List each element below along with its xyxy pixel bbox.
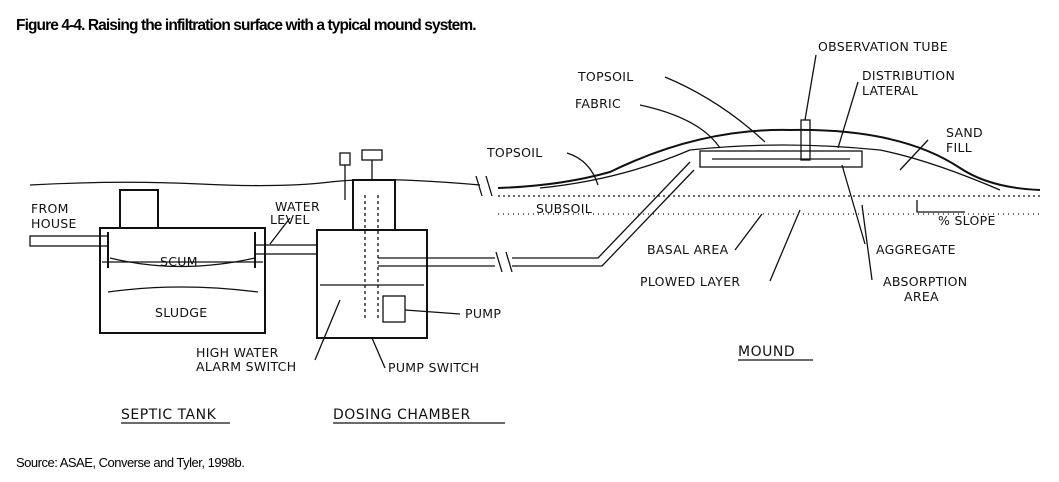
subsoil-label: SUBSOIL	[536, 201, 592, 216]
absorption-area-label-2: AREA	[904, 289, 939, 304]
leader-lines	[269, 54, 929, 369]
scum-label: SCUM	[160, 254, 198, 269]
pump-label: PUMP	[465, 306, 501, 321]
sand-fill-label-2: FILL	[946, 140, 972, 155]
force-main-pipe	[378, 257, 495, 267]
distribution-lateral-label-2: LATERAL	[862, 83, 918, 98]
septic-tank-caption: SEPTIC TANK	[121, 407, 217, 423]
mound	[497, 119, 1041, 215]
force-main-pipe-mound	[512, 161, 695, 267]
figure-source: Source: ASAE, Converse and Tyler, 1998b.	[16, 455, 245, 470]
break-mark-ground	[475, 175, 493, 197]
absorption-area-label-1: ABSORPTION	[883, 274, 967, 289]
dosing-chamber-caption: DOSING CHAMBER	[333, 407, 471, 423]
break-mark-pipe	[495, 251, 513, 273]
basal-area-label: BASAL AREA	[647, 242, 729, 257]
dosing-chamber	[316, 149, 428, 339]
topsoil-top-label: TOPSOIL	[577, 69, 634, 84]
mound-caption: MOUND	[738, 344, 795, 360]
septic-tank	[99, 189, 266, 334]
topsoil-left-label: TOPSOIL	[486, 145, 543, 160]
figure-title: Figure 4-4. Raising the infiltration sur…	[16, 17, 477, 34]
ground-surface-left	[29, 178, 481, 187]
pump-switch-label: PUMP SWITCH	[388, 360, 479, 375]
observation-tube-label: OBSERVATION TUBE	[818, 39, 948, 54]
plowed-layer-label: PLOWED LAYER	[640, 274, 740, 289]
aggregate-label: AGGREGATE	[876, 242, 956, 257]
slope-label: % SLOPE	[938, 213, 996, 228]
inlet-pipe	[29, 235, 109, 247]
water-level-label-1: WATER	[275, 199, 320, 214]
alarm-switch-label-2: ALARM SWITCH	[196, 359, 296, 374]
from-house-label-2: HOUSE	[31, 216, 77, 231]
water-level-label-2: LEVEL	[270, 212, 310, 227]
sludge-label: SLUDGE	[155, 305, 207, 320]
distribution-lateral-label-1: DISTRIBUTION	[862, 68, 955, 83]
alarm-switch-label-1: HIGH WATER	[196, 345, 279, 360]
sand-fill-label-1: SAND	[946, 125, 983, 140]
from-house-label-1: FROM	[31, 201, 69, 216]
fabric-label: FABRIC	[575, 96, 621, 111]
